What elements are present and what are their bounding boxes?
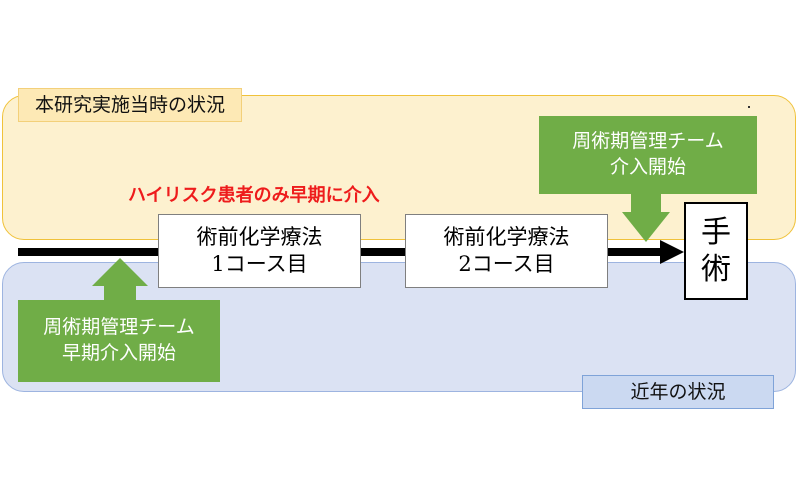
recent-period-label: 近年の状況 <box>582 375 774 409</box>
stray-dot <box>748 106 750 108</box>
surgery-char-1: 手 <box>701 214 731 250</box>
chemo-course-2-box: 術前化学療法 2コース目 <box>405 214 608 288</box>
callout-bottom-line1: 周術期管理チーム <box>43 316 195 339</box>
step-1-title: 術前化学療法 <box>196 224 323 249</box>
step-1-course: 1コース目 <box>211 252 308 276</box>
team-intervention-start-callout: 周術期管理チーム 介入開始 <box>539 116 757 194</box>
up-arrow-shaft <box>104 286 136 300</box>
chemo-course-1-box: 術前化学療法 1コース目 <box>158 214 361 288</box>
up-arrow-icon <box>92 258 148 286</box>
study-period-label: 本研究実施当時の状況 <box>18 88 243 122</box>
callout-top-line2: 介入開始 <box>609 156 686 178</box>
surgery-box: 手 術 <box>684 202 748 300</box>
callout-bottom-line2: 早期介入開始 <box>61 342 176 364</box>
down-arrow-shaft <box>631 194 661 212</box>
step-2-course: 2コース目 <box>458 252 555 276</box>
timeline-arrow-head <box>660 240 684 264</box>
team-early-intervention-start-callout: 周術期管理チーム 早期介入開始 <box>18 300 220 382</box>
step-2-title: 術前化学療法 <box>443 224 570 249</box>
down-arrow-icon <box>622 212 670 242</box>
surgery-char-2: 術 <box>701 252 731 287</box>
callout-top-line1: 周術期管理チーム <box>572 130 724 153</box>
high-risk-early-intervention-note: ハイリスク患者のみ早期に介入 <box>128 185 380 206</box>
